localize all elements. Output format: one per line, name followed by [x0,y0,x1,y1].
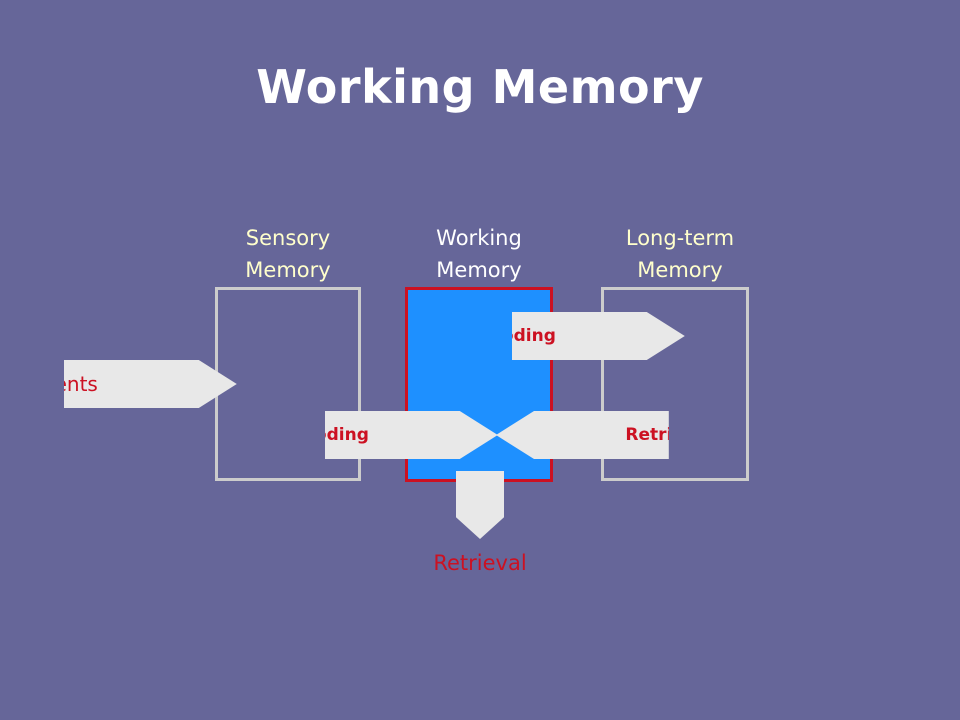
longterm-memory-box [601,287,749,481]
longterm-memory-label-line1: Long-term [625,226,735,250]
working-memory-label: Working Memory [389,222,569,286]
retrieval-from-longterm-arrow: Retrieval [496,411,669,459]
sensory-memory-label-line1: Sensory [245,226,331,250]
working-memory-label-line1: Working [436,226,522,250]
encoding-to-longterm-arrow: Encoding [512,312,685,360]
longterm-memory-label: Long-term Memory [590,222,770,286]
slide-title: Working Memory [256,60,704,114]
retrieval-down-arrow [456,471,504,539]
sensory-memory-label: Sensory Memory [198,222,378,286]
events-arrow-label: Events [30,372,98,396]
encoding-to-working-label: Encoding [281,425,369,445]
events-arrow: Events [64,360,237,408]
sensory-memory-label-line2: Memory [245,258,331,282]
longterm-memory-label-line2: Memory [637,258,723,282]
encoding-to-longterm-label: Encoding [468,326,556,346]
retrieval-output-label: Retrieval [433,551,527,575]
retrieval-from-longterm-label: Retrieval [625,425,713,445]
encoding-to-working-arrow: Encoding [325,411,498,459]
working-memory-label-line2: Memory [436,258,522,282]
